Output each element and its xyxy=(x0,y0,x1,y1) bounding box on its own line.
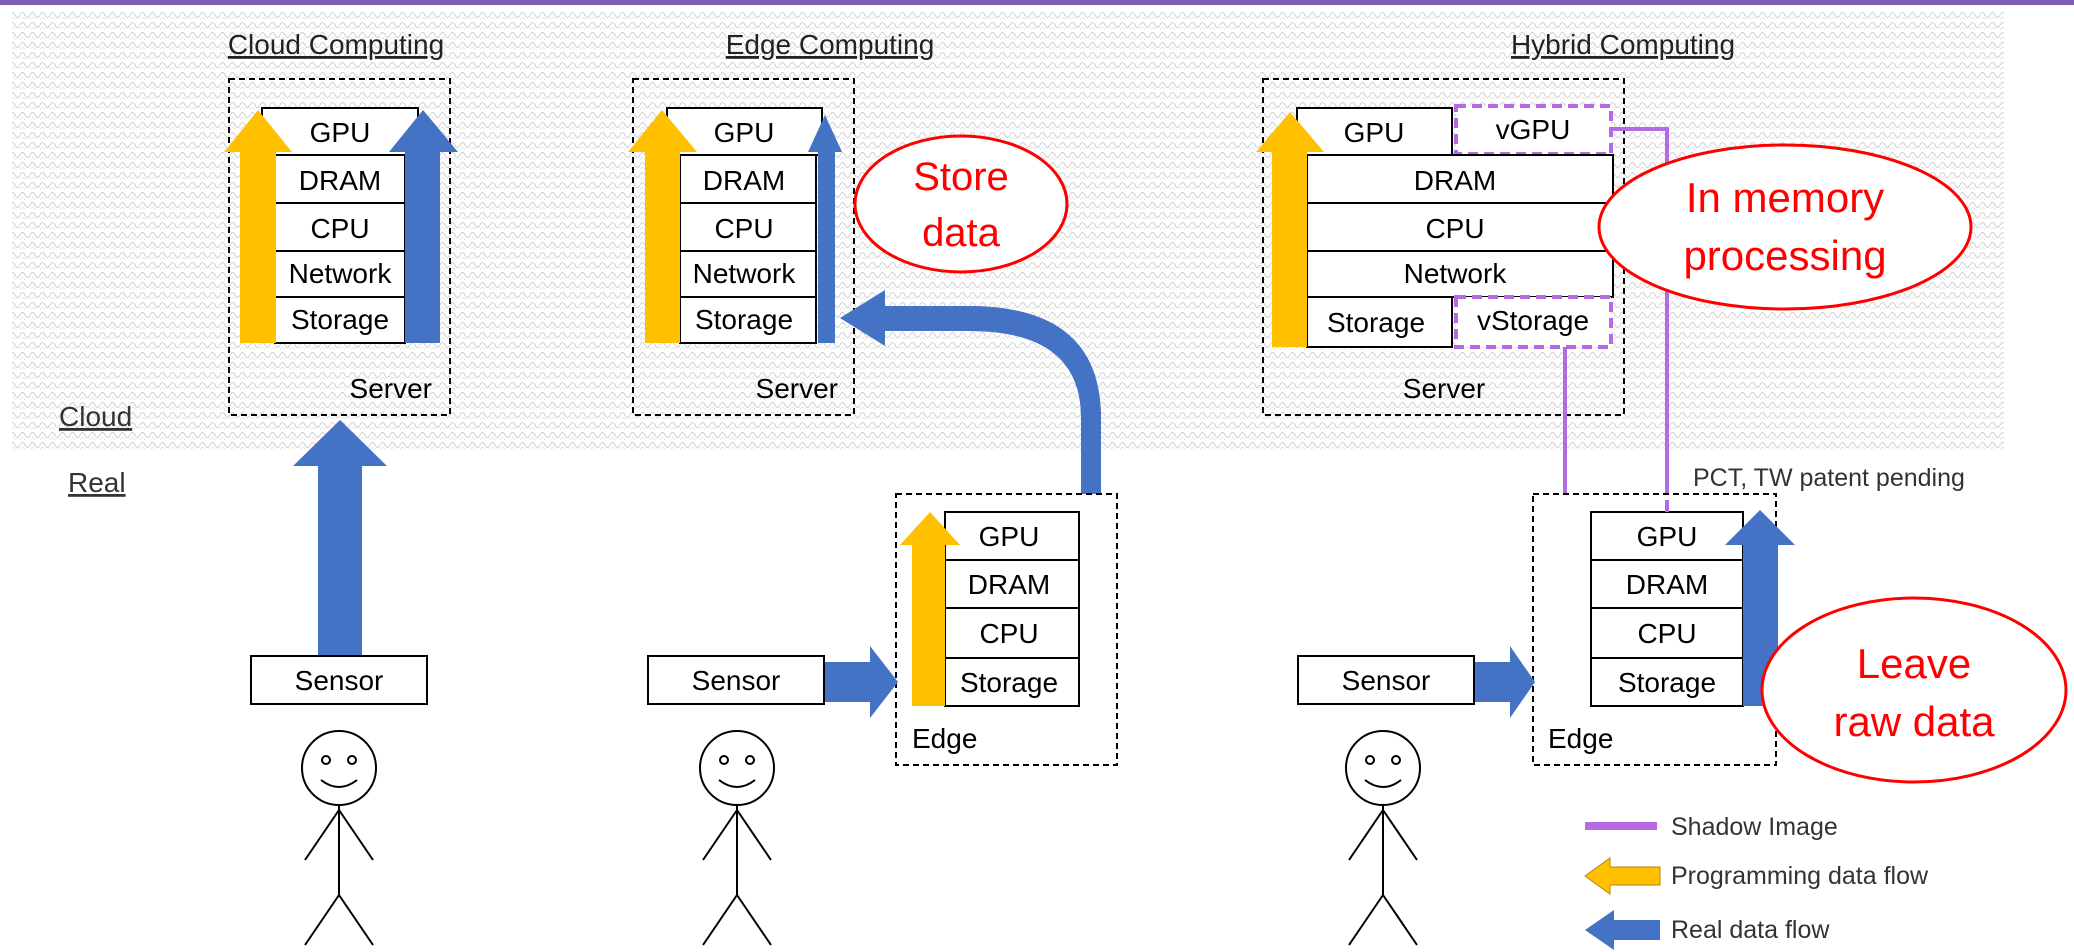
svg-text:raw data: raw data xyxy=(1833,698,1995,745)
svg-text:GPU: GPU xyxy=(714,117,775,148)
cloud-sensor: Sensor xyxy=(250,655,428,705)
svg-text:Storage: Storage xyxy=(695,304,793,335)
hybrid-sensor: Sensor xyxy=(1297,655,1475,705)
svg-text:DRAM: DRAM xyxy=(968,569,1050,600)
vgpu-label: vGPU xyxy=(1496,114,1571,145)
svg-text:Storage: Storage xyxy=(291,304,389,335)
svg-text:DRAM: DRAM xyxy=(1414,165,1496,196)
edge-to-server-curved-arrow xyxy=(840,290,1101,708)
title-cloud-computing: Cloud Computing xyxy=(228,29,444,60)
hybrid-server-programming-arrow xyxy=(1256,112,1324,347)
svg-text:Network: Network xyxy=(1404,258,1508,289)
shadow-line-vgpu xyxy=(1611,127,1669,512)
svg-text:In memory: In memory xyxy=(1686,174,1884,221)
svg-text:GPU: GPU xyxy=(979,521,1040,552)
cloud-server-label: Server xyxy=(350,373,432,404)
svg-text:Sensor: Sensor xyxy=(1342,665,1431,696)
real-zone-label: Real xyxy=(68,467,126,498)
svg-text:Storage: Storage xyxy=(960,667,1058,698)
top-bar xyxy=(0,0,2074,5)
leave-raw-data-callout: Leave raw data xyxy=(1760,596,2068,784)
legend-real-swatch xyxy=(1585,910,1660,950)
svg-text:Sensor: Sensor xyxy=(295,665,384,696)
svg-text:Network: Network xyxy=(693,258,797,289)
svg-text:CPU: CPU xyxy=(714,213,773,244)
edge-device: GPU DRAM CPU Storage Edge xyxy=(895,493,1118,766)
svg-text:GPU: GPU xyxy=(1637,521,1698,552)
svg-text:Storage: Storage xyxy=(1618,667,1716,698)
vstorage-label: vStorage xyxy=(1477,305,1589,336)
cloud-sensor-upload-arrow xyxy=(293,420,387,656)
hybrid-sensor-arrow xyxy=(1474,646,1535,718)
legend-programming-swatch xyxy=(1584,857,1661,895)
edge-sensor-arrow xyxy=(824,646,898,718)
edge-computing-server-label: Server xyxy=(756,373,838,404)
legend-programming-label: Programming data flow xyxy=(1671,862,1929,890)
cloud-real-arrow xyxy=(389,110,458,343)
svg-text:DRAM: DRAM xyxy=(299,165,381,196)
svg-text:GPU: GPU xyxy=(1344,117,1405,148)
svg-text:CPU: CPU xyxy=(1637,618,1696,649)
store-data-callout: Store data xyxy=(853,134,1069,274)
svg-text:data: data xyxy=(922,211,1001,255)
svg-text:Store: Store xyxy=(913,155,1009,199)
title-hybrid-computing: Hybrid Computing xyxy=(1511,29,1735,60)
svg-text:GPU: GPU xyxy=(310,117,371,148)
svg-text:CPU: CPU xyxy=(1425,213,1484,244)
edge-server-programming-arrow xyxy=(628,110,697,343)
patent-note: PCT, TW patent pending xyxy=(1693,464,1965,492)
svg-text:Network: Network xyxy=(289,258,393,289)
svg-text:DRAM: DRAM xyxy=(703,165,785,196)
svg-text:Storage: Storage xyxy=(1327,307,1425,338)
cloud-programming-arrow xyxy=(224,110,292,343)
legend-real-label: Real data flow xyxy=(1671,916,1830,944)
legend-shadow-label: Shadow Image xyxy=(1671,813,1838,841)
cloud-server: GPU DRAM CPU Network Storage Server xyxy=(224,78,458,416)
title-edge-computing: Edge Computing xyxy=(726,29,935,60)
svg-text:processing: processing xyxy=(1683,232,1886,279)
edge-user-figure xyxy=(699,730,775,946)
svg-text:CPU: CPU xyxy=(310,213,369,244)
edge-computing-server: GPU DRAM CPU Network Storage Server xyxy=(628,78,855,416)
svg-text:DRAM: DRAM xyxy=(1626,569,1708,600)
in-memory-processing-callout: In memory processing xyxy=(1597,143,1973,311)
svg-text:Leave: Leave xyxy=(1857,640,1971,687)
cloud-user-figure xyxy=(301,730,377,946)
hybrid-server-label: Server xyxy=(1403,373,1485,404)
edge-server-real-arrow xyxy=(808,115,842,343)
edge-sensor: Sensor xyxy=(647,655,825,705)
svg-text:Sensor: Sensor xyxy=(692,665,781,696)
hybrid-edge-device: GPU DRAM CPU Storage Edge xyxy=(1532,493,1795,766)
hybrid-user-figure xyxy=(1345,730,1421,946)
svg-text:CPU: CPU xyxy=(979,618,1038,649)
legend: Shadow Image Programming data flow Real … xyxy=(1584,813,1929,950)
hybrid-edge-label: Edge xyxy=(1548,723,1613,754)
cloud-zone-label: Cloud xyxy=(59,401,132,432)
edge-device-programming-arrow xyxy=(900,512,960,706)
edge-device-label: Edge xyxy=(912,723,977,754)
hybrid-server: GPU vGPU DRAM CPU Network Storage vStora… xyxy=(1256,78,1625,416)
